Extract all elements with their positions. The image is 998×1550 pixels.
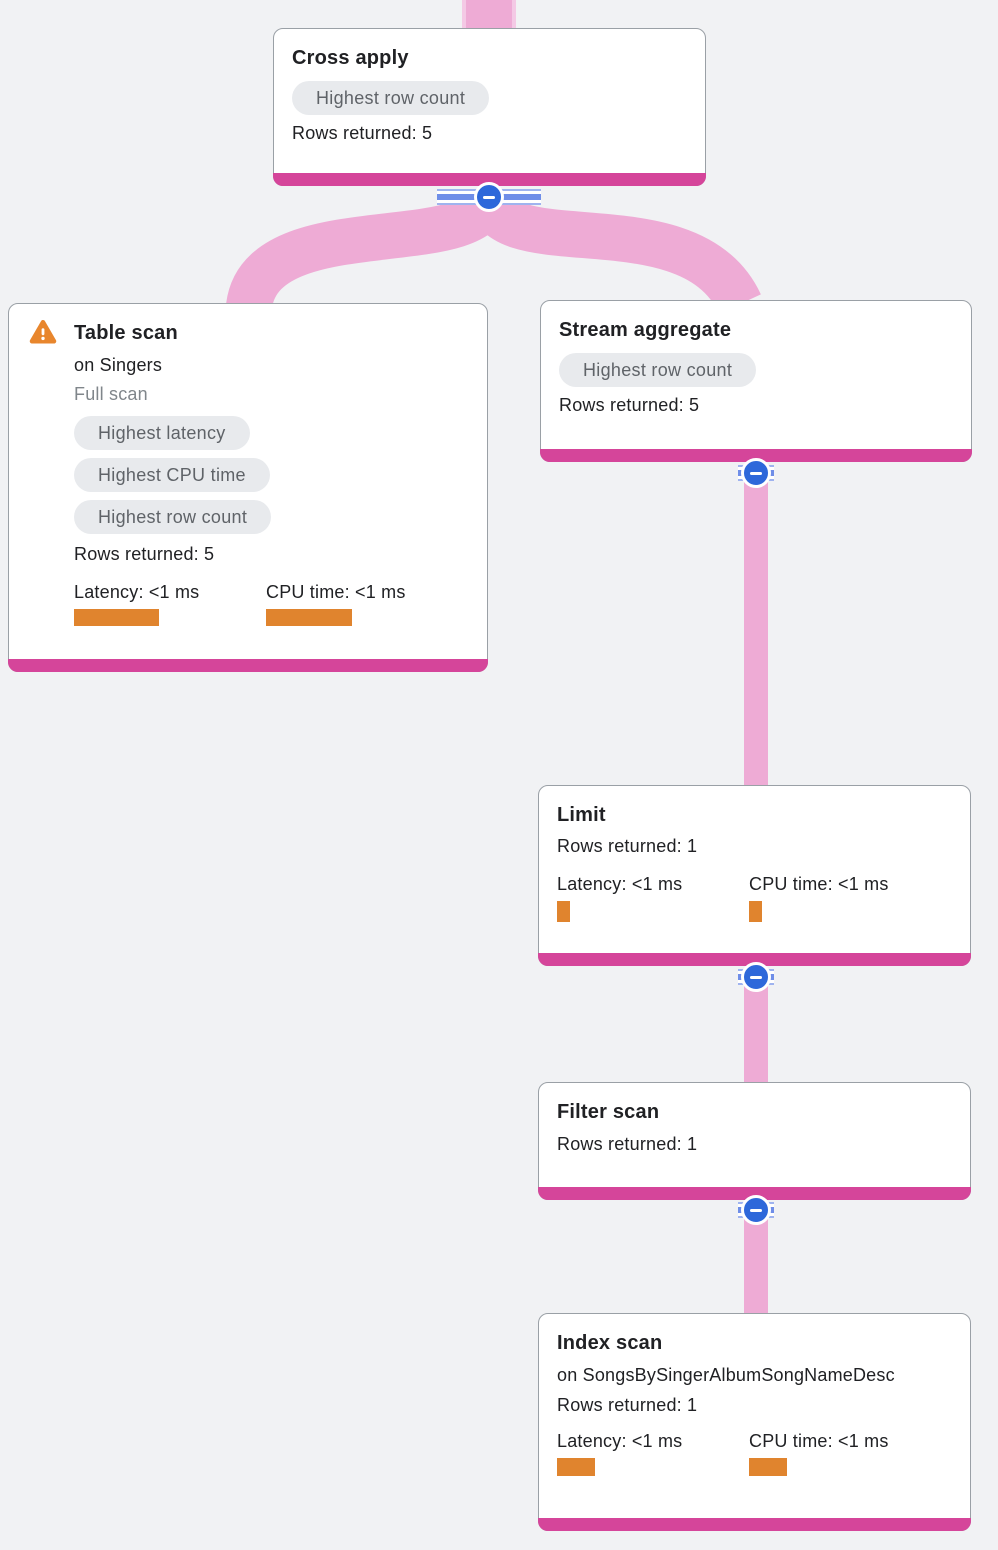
badge-highest-cpu-time: Highest CPU time bbox=[74, 458, 270, 492]
latency-label: Latency: <1 ms bbox=[557, 1431, 683, 1451]
cpu-time-label: CPU time: <1 ms bbox=[266, 582, 406, 602]
node-title: Cross apply bbox=[292, 47, 409, 69]
edge-cross-apply-to-stream-aggregate bbox=[466, 188, 761, 316]
node-title: Stream aggregate bbox=[559, 319, 732, 341]
plan-node-cross-apply[interactable]: Cross apply Highest row count Rows retur… bbox=[273, 28, 706, 186]
warning-icon bbox=[29, 319, 57, 344]
node-title: Table scan bbox=[74, 322, 178, 344]
plan-node-index-scan[interactable]: Index scan on SongsBySingerAlbumSongName… bbox=[538, 1313, 971, 1531]
node-accent-bar bbox=[273, 173, 706, 186]
node-accent-bar bbox=[538, 953, 971, 966]
plan-node-limit[interactable]: Limit Rows returned: 1 Latency: <1 ms CP… bbox=[538, 785, 971, 966]
plan-node-table-scan[interactable]: Table scan on Singers Full scan Highest … bbox=[8, 303, 488, 672]
badge-highest-row-count: Highest row count bbox=[74, 500, 272, 534]
badge-highest-row-count: Highest row count bbox=[292, 81, 490, 115]
collapse-button-limit[interactable] bbox=[738, 962, 774, 992]
cpu-time-bar bbox=[749, 1458, 787, 1476]
node-title: Filter scan bbox=[557, 1101, 660, 1123]
node-subtitle: on Singers bbox=[74, 355, 163, 375]
collapse-minus-icon bbox=[741, 962, 771, 992]
node-accent-bar bbox=[8, 659, 488, 672]
cpu-time-metric: CPU time: <1 ms bbox=[266, 581, 458, 626]
cpu-time-metric: CPU time: <1 ms bbox=[749, 1430, 941, 1476]
cpu-time-bar bbox=[266, 609, 352, 626]
latency-bar bbox=[557, 901, 570, 922]
plan-node-filter-scan[interactable]: Filter scan Rows returned: 1 bbox=[538, 1082, 971, 1200]
cpu-time-bar bbox=[749, 901, 762, 922]
collapse-button-filter-scan[interactable] bbox=[738, 1195, 774, 1225]
collapse-minus-icon bbox=[741, 458, 771, 488]
collapse-minus-icon bbox=[741, 1195, 771, 1225]
latency-metric: Latency: <1 ms bbox=[74, 581, 266, 626]
node-accent-bar bbox=[538, 1187, 971, 1200]
edge-into-cross-apply bbox=[466, 0, 512, 30]
rows-returned: Rows returned: 1 bbox=[557, 836, 698, 856]
node-title: Index scan bbox=[557, 1332, 663, 1354]
collapse-minus-icon bbox=[474, 182, 504, 212]
badge-highest-latency: Highest latency bbox=[74, 416, 250, 450]
collapse-button-stream-aggregate[interactable] bbox=[738, 458, 774, 488]
cpu-time-label: CPU time: <1 ms bbox=[749, 1431, 889, 1451]
latency-metric: Latency: <1 ms bbox=[557, 873, 749, 922]
cpu-time-metric: CPU time: <1 ms bbox=[749, 873, 941, 922]
node-title: Limit bbox=[557, 804, 606, 826]
rows-returned: Rows returned: 5 bbox=[559, 395, 700, 415]
edge-stream-aggregate-to-limit bbox=[744, 468, 768, 790]
badge-highest-row-count: Highest row count bbox=[559, 353, 757, 387]
latency-label: Latency: <1 ms bbox=[74, 582, 200, 602]
collapse-button-cross-apply[interactable] bbox=[437, 182, 541, 212]
cpu-time-label: CPU time: <1 ms bbox=[749, 874, 889, 894]
node-note: Full scan bbox=[74, 384, 148, 404]
plan-node-stream-aggregate[interactable]: Stream aggregate Highest row count Rows … bbox=[540, 300, 972, 462]
rows-returned: Rows returned: 5 bbox=[74, 544, 215, 564]
latency-bar bbox=[557, 1458, 595, 1476]
latency-label: Latency: <1 ms bbox=[557, 874, 683, 894]
latency-metric: Latency: <1 ms bbox=[557, 1430, 749, 1476]
node-accent-bar bbox=[538, 1518, 971, 1531]
rows-returned: Rows returned: 1 bbox=[557, 1134, 698, 1154]
node-subtitle: on SongsBySingerAlbumSongNameDesc bbox=[557, 1365, 895, 1385]
rows-returned: Rows returned: 5 bbox=[292, 123, 433, 143]
latency-bar bbox=[74, 609, 159, 626]
rows-returned: Rows returned: 1 bbox=[557, 1395, 698, 1415]
node-accent-bar bbox=[540, 449, 972, 462]
